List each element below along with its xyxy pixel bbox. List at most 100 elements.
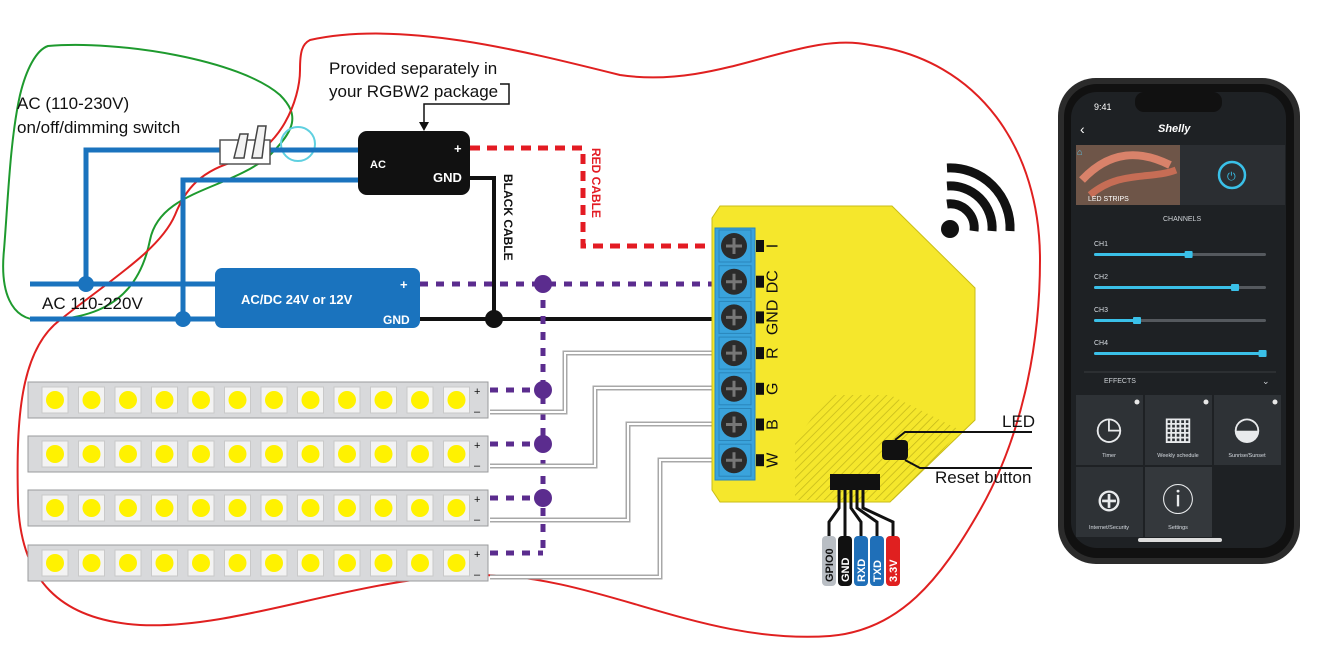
strip-plus: + (474, 494, 480, 506)
led-dot (411, 499, 429, 517)
pin-label-box (870, 536, 884, 586)
pin-wire (827, 490, 841, 536)
led-dot (119, 554, 137, 572)
terminal-marker (756, 418, 764, 431)
channel-fill (1094, 253, 1189, 256)
terminal-marker (756, 275, 764, 288)
black-cables (420, 176, 720, 321)
reset-button-label: Reset button (935, 468, 1031, 487)
terminal-label: B (764, 419, 781, 430)
terminal-label: I (764, 244, 781, 248)
feature-tile[interactable] (1076, 467, 1143, 537)
strip-plus: + (474, 386, 480, 398)
feature-tile[interactable] (1145, 467, 1212, 537)
terminal-label: W (764, 452, 781, 468)
tile-icon: ⓘ (1162, 481, 1194, 519)
effects-chevron-icon[interactable]: ⌄ (1262, 376, 1270, 386)
led-dot (301, 391, 320, 409)
terminal-label: R (764, 347, 781, 359)
led-dot (338, 554, 356, 572)
purple-junction (534, 381, 552, 399)
led-dot (265, 391, 283, 409)
small-psu-plus: + (454, 141, 462, 156)
channel-label: CH2 (1094, 274, 1108, 281)
channel-thumb[interactable] (1184, 251, 1193, 258)
strip-minus: – (474, 569, 481, 581)
led-dot (192, 554, 210, 572)
channel-label: CH4 (1094, 340, 1108, 347)
back-chevron-icon[interactable]: ‹ (1080, 121, 1085, 137)
ac-switch-label-line1: AC (110-230V) (17, 94, 129, 113)
device-board-area (795, 395, 960, 500)
reset-pointer-line (904, 459, 1032, 469)
pin-label-box (886, 536, 900, 586)
led-dot (119, 499, 137, 517)
feature-tile[interactable] (1076, 395, 1143, 465)
screw-slot (726, 452, 742, 469)
main-power-supply (215, 268, 420, 328)
tile-label: Weekly schedule (1157, 453, 1198, 459)
led-dot (228, 445, 247, 463)
terminal-label: DC (764, 270, 781, 293)
tile-status-dot (1203, 399, 1209, 405)
tile-label: Internet/Security (1089, 525, 1129, 531)
led-dot (447, 391, 466, 409)
screw-slot (726, 380, 742, 397)
led-dot (155, 445, 174, 463)
led-dot (192, 391, 210, 409)
small-power-supply (358, 131, 470, 195)
led-dot (155, 391, 174, 409)
pin-label-box (854, 536, 868, 586)
channel-fill (1094, 319, 1137, 322)
red-cable-label: RED CABLE (589, 148, 603, 218)
led-dot (82, 499, 101, 517)
channel-thumb[interactable] (1231, 284, 1240, 291)
led-dot (192, 445, 210, 463)
screw-slot (726, 273, 742, 290)
screw-slot (726, 238, 742, 254)
power-icon: ⏻ (1227, 171, 1236, 183)
channel-thumb[interactable] (1258, 350, 1267, 357)
power-button[interactable] (1217, 160, 1247, 190)
purple-junction (534, 489, 552, 507)
pin-header (830, 474, 880, 490)
channel-label: CH1 (1094, 241, 1108, 248)
led-dot (411, 554, 429, 572)
tile-icon: ▦ (1163, 409, 1193, 447)
provided-label-line1: Provided separately in (329, 59, 497, 78)
led-dot (265, 499, 283, 517)
feature-tile[interactable] (1145, 395, 1212, 465)
strip-minus: – (474, 514, 481, 526)
annotation-circle (280, 126, 316, 162)
ac-wires (30, 147, 358, 322)
led-dot (46, 499, 64, 517)
led-dot (155, 499, 174, 517)
channel-label: CH3 (1094, 307, 1108, 314)
led-dot (338, 391, 356, 409)
provided-arrowhead (419, 122, 429, 131)
pin-label: TXD (872, 560, 884, 582)
feature-tile[interactable] (1214, 395, 1281, 465)
channel-thumb[interactable] (1133, 317, 1141, 324)
screw-slot (726, 416, 742, 433)
led-dot (228, 554, 247, 572)
black-cable-label: BLACK CABLE (501, 174, 515, 261)
led-dot (228, 499, 247, 517)
terminal-marker (756, 240, 764, 252)
purple-junction (534, 435, 552, 453)
led-dot (301, 445, 320, 463)
led-dot (46, 391, 64, 409)
strip-minus: – (474, 406, 481, 418)
terminal-marker (756, 454, 764, 467)
home-icon[interactable]: ⌂ (1077, 147, 1082, 157)
pin-wire (855, 490, 879, 536)
led-dot (82, 445, 101, 463)
led-dot (411, 445, 429, 463)
led-indicator (882, 440, 908, 460)
terminal-marker (756, 311, 764, 324)
ac-input-label: AC 110-220V (42, 294, 143, 313)
red-cable (470, 145, 720, 249)
